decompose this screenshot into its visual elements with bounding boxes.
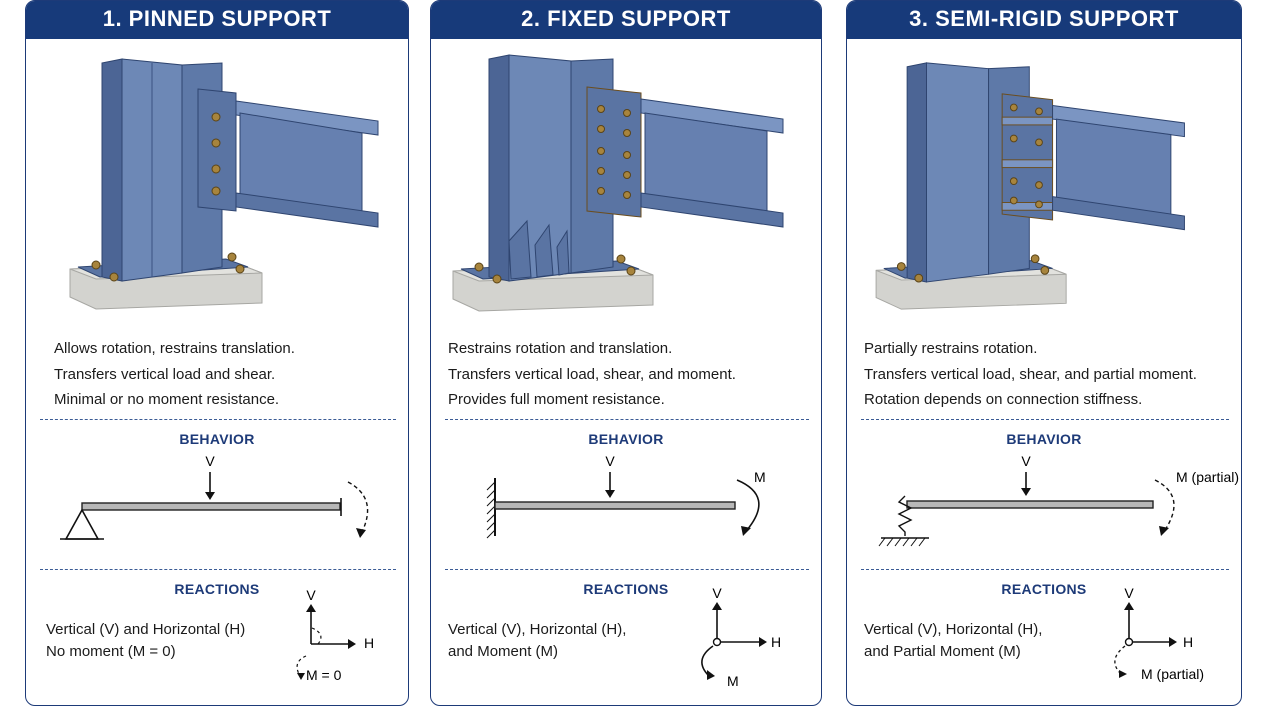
pin-support-icon (64, 508, 100, 540)
description-line: Partially restrains rotation. (864, 340, 1038, 357)
reactions-text: Vertical (V), Horizontal (H), and Moment… (448, 619, 626, 663)
divider (40, 419, 396, 420)
beam (906, 500, 1154, 509)
card-title: 3. SEMI-RIGID SUPPORT (847, 1, 1241, 39)
fixed-behavior-diagram: V M (486, 453, 766, 539)
joint-icon (712, 637, 722, 647)
m-label: M (727, 673, 739, 689)
divider (40, 569, 396, 570)
reactions-line: Vertical (V), Horizontal (H), (864, 621, 1043, 638)
reactions-text: Vertical (V) and Horizontal (H) No momen… (46, 619, 245, 663)
load-arrowhead (605, 490, 615, 498)
reactions-line: Vertical (V) and Horizontal (H) (46, 621, 246, 638)
m-label: M = 0 (306, 667, 342, 683)
h-arrow-icon (759, 637, 767, 647)
fixed-connection-illustration (452, 54, 784, 312)
h-arrow-icon (1169, 637, 1177, 647)
divider (445, 419, 809, 420)
semi-rigid-behavior-diagram: V M (partial) (878, 453, 1239, 547)
moment-arrow-icon (296, 627, 322, 677)
semi-rigid-reactions-diagram: V H M (partial) (1114, 585, 1204, 682)
moment-arrow-icon (736, 479, 760, 531)
m-label: M (754, 469, 766, 485)
reactions-heading: REACTIONS (583, 581, 669, 597)
v-label: V (306, 587, 316, 603)
joint-icon (1124, 637, 1134, 647)
behavior-heading: BEHAVIOR (1006, 431, 1082, 447)
v-label: V (1124, 585, 1134, 601)
semi-rigid-connection-illustration (875, 62, 1185, 310)
fixed-reactions-diagram: V H M (701, 585, 781, 689)
beam (81, 502, 341, 511)
reactions-heading: REACTIONS (174, 581, 260, 597)
description: Partially restrains rotation. Transfers … (864, 336, 1197, 413)
load-label: V (605, 453, 615, 469)
divider (861, 419, 1229, 420)
description-line: Minimal or no moment resistance. (54, 391, 280, 408)
h-label: H (364, 635, 374, 651)
card-fixed-support: 2. FIXED SUPPORT Restrains rotation and … (430, 0, 822, 706)
card-semi-rigid-support: 3. SEMI-RIGID SUPPORT Partially restrain… (846, 0, 1242, 706)
rotation-arrow-icon (347, 481, 369, 533)
reactions-heading: REACTIONS (1001, 581, 1087, 597)
v-arrow-icon (712, 602, 722, 610)
v-label: V (712, 585, 722, 601)
description-line: Provides full moment resistance. (448, 391, 665, 408)
load-label: V (205, 453, 215, 469)
description-line: Transfers vertical load, shear, and part… (864, 365, 1197, 383)
reactions-line: and Moment (M) (448, 643, 559, 660)
reactions-line: Vertical (V), Horizontal (H), (448, 621, 627, 638)
card-title: 2. FIXED SUPPORT (431, 1, 821, 39)
behavior-heading: BEHAVIOR (588, 431, 664, 447)
description-line: Transfers vertical load, shear, and mome… (448, 365, 736, 383)
description-line: Transfers vertical load and shear. (54, 365, 276, 383)
v-arrow-icon (1124, 602, 1134, 610)
description-line: Restrains rotation and translation. (448, 340, 673, 357)
h-label: H (771, 634, 781, 650)
reactions-line: No moment (M = 0) (46, 643, 176, 660)
beam (494, 501, 736, 510)
spring-support-icon (897, 495, 913, 536)
moment-arrow-icon (1114, 645, 1126, 675)
reactions-line: and Partial Moment (M) (864, 643, 1021, 660)
card-title: 1. PINNED SUPPORT (26, 1, 408, 39)
reactions-text: Vertical (V), Horizontal (H), and Partia… (864, 619, 1042, 663)
fixed-wall-hatch-icon (486, 481, 496, 539)
description-line: Allows rotation, restrains translation. (54, 340, 295, 357)
h-label: H (1183, 634, 1193, 650)
pinned-reactions-diagram: V H M = 0 (296, 587, 374, 683)
divider (445, 569, 809, 570)
description-line: Rotation depends on connection stiffness… (864, 391, 1143, 408)
pinned-connection-illustration (69, 58, 379, 310)
load-label: V (1021, 453, 1031, 469)
divider (861, 569, 1229, 570)
behavior-heading: BEHAVIOR (179, 431, 255, 447)
h-arrow-icon (348, 639, 356, 649)
v-arrow-icon (306, 604, 316, 612)
load-arrowhead (205, 492, 215, 500)
moment-arrow-icon (701, 645, 714, 677)
m-label: M (partial) (1176, 469, 1239, 485)
description: Allows rotation, restrains translation. … (54, 336, 295, 413)
pinned-behavior-diagram: V (60, 453, 369, 540)
rotation-arrow-icon (1154, 479, 1175, 531)
card-pinned-support: 1. PINNED SUPPORT Allows rotation, restr… (25, 0, 409, 706)
description: Restrains rotation and translation. Tran… (448, 336, 736, 413)
m-label: M (partial) (1141, 666, 1204, 682)
load-arrowhead (1021, 488, 1031, 496)
